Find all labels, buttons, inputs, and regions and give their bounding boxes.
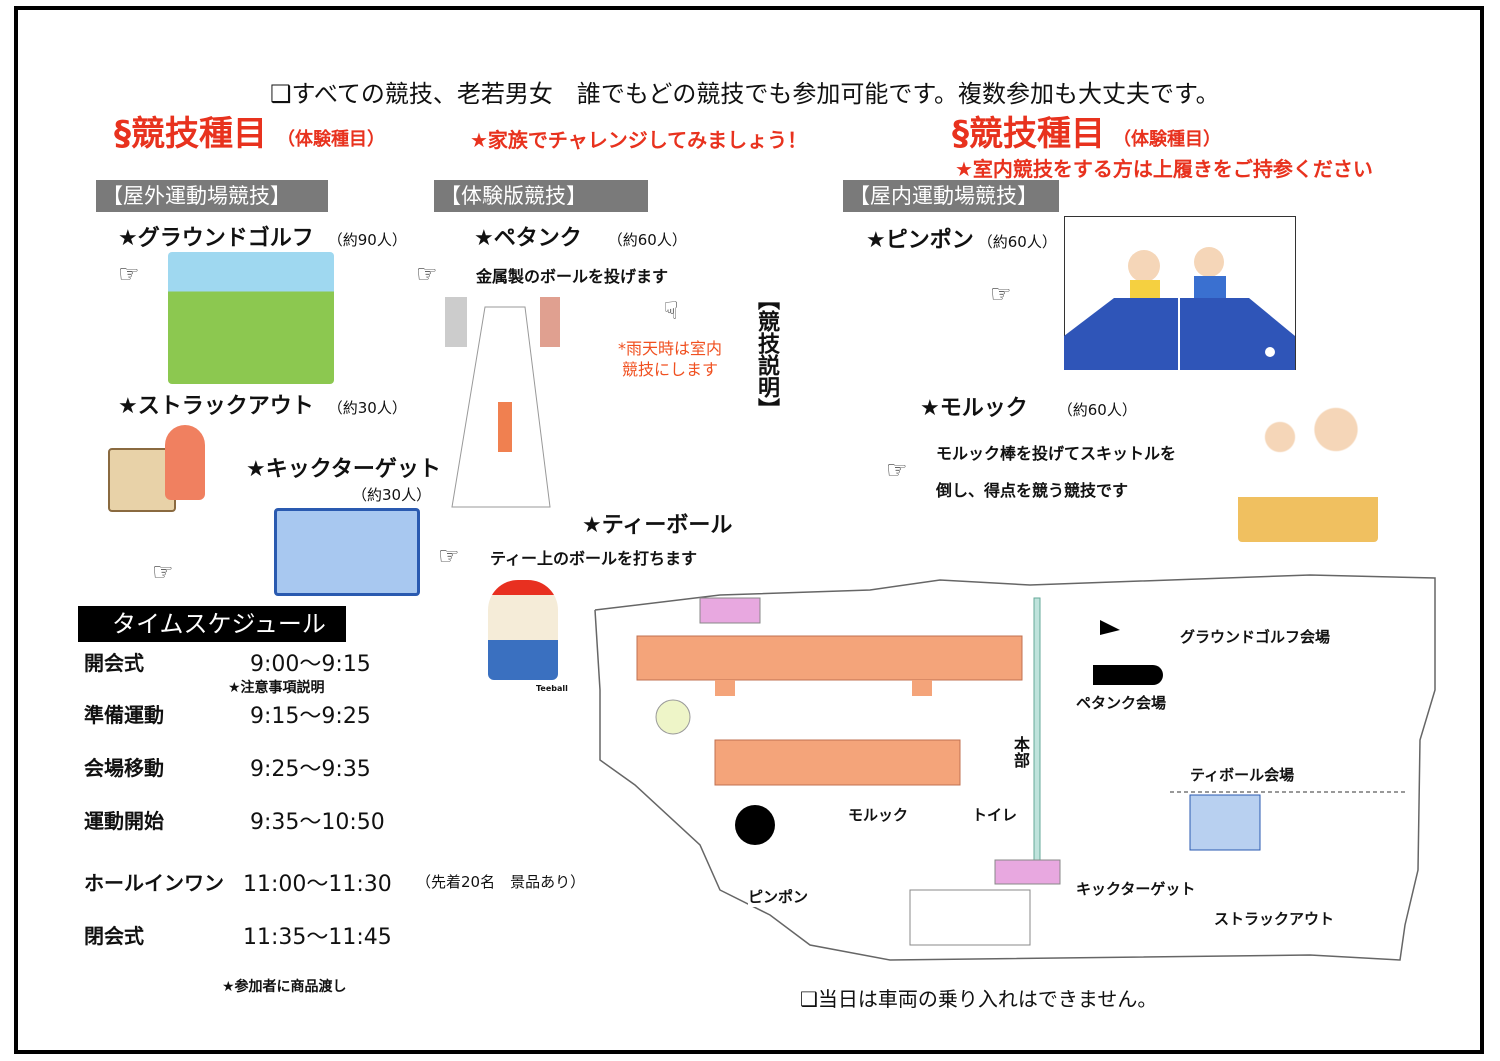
- ground-golf-illustration: [168, 252, 334, 384]
- map-label-honbu: 本部: [1008, 736, 1032, 768]
- event-teeball-name: ★ティーボール: [582, 513, 733, 538]
- map-building-pink: [994, 859, 1061, 885]
- event-count: （約60人）: [607, 231, 687, 249]
- schedule-label: 運動開始: [84, 809, 164, 833]
- event-name: ★モルック: [920, 396, 1028, 421]
- schedule-caution: ★注意事項説明: [228, 680, 325, 696]
- map-label-pingpong: ピンポン: [748, 886, 809, 907]
- notice-top: ❑すべての競技、老若男女 誰でもどの競技でも参加可能です。複数参加も大丈夫です。: [270, 80, 1220, 108]
- map-roundabout: [655, 699, 691, 735]
- event-count: （約60人）: [1057, 401, 1137, 419]
- pointing-hand-icon: ☞: [118, 260, 140, 288]
- pingpong-illustration: [1064, 216, 1296, 370]
- event-kick-target-count: （約30人）: [352, 486, 432, 504]
- event-name: ★ストラックアウト: [118, 394, 314, 419]
- schedule-label: 閉会式: [84, 924, 144, 948]
- schedule-label: 会場移動: [84, 756, 164, 780]
- event-struck-out: ★ストラックアウト （約30人）: [118, 388, 407, 420]
- left-heading-sub: （体験種目）: [277, 129, 385, 150]
- section-outdoor: 【屋外運動場競技】: [96, 180, 328, 212]
- petanque-court-illustration: [445, 297, 560, 508]
- schedule-label: 準備運動: [84, 703, 164, 727]
- struck-out-board-illustration: [108, 448, 176, 512]
- event-name: ★グラウンドゴルフ: [118, 226, 314, 251]
- map-path: [1033, 597, 1041, 867]
- rain-note: *雨天時は室内競技にします: [618, 338, 722, 380]
- right-heading: §競技種目 （体験種目）: [952, 106, 1221, 155]
- map-special-building: [714, 739, 961, 786]
- map-label-petanque: ペタンク会場: [1076, 692, 1167, 713]
- pointing-hand-icon: ☞: [438, 542, 460, 570]
- schedule-time: 9:35〜10:50: [250, 810, 385, 835]
- event-count: （約60人）: [977, 233, 1057, 251]
- map-label-molkky: モルック: [848, 804, 909, 825]
- event-petanque: ★ペタンク （約60人）: [474, 220, 687, 252]
- left-heading-title: §競技種目: [114, 114, 267, 154]
- map-label-toilet: トイレ: [972, 804, 1018, 825]
- teeball-player-illustration: [488, 580, 558, 680]
- map-label-teeball: ティボール会場: [1190, 764, 1295, 785]
- schedule-title: タイムスケジュール: [78, 606, 346, 642]
- event-count: （約90人）: [327, 231, 407, 249]
- map-pool: [909, 889, 1031, 946]
- indoor-shoes-note: ★室内競技をする方は上履きをご持参ください: [955, 157, 1373, 181]
- schedule-time: 11:35〜11:45: [243, 925, 392, 950]
- pointing-down-hand-icon: ☞: [656, 299, 685, 321]
- event-name: ★ピンポン: [866, 228, 974, 253]
- event-kick-target-name: ★キックターゲット: [246, 457, 441, 482]
- map-kick-target: [1189, 794, 1261, 851]
- pointing-hand-icon: ☞: [886, 456, 908, 484]
- map-label-kick-target: キックターゲット: [1076, 878, 1196, 899]
- pointing-hand-icon: ☞: [416, 260, 438, 288]
- map-label-ground-golf: グラウンドゴルフ会場: [1180, 626, 1331, 647]
- molkky-desc-2: 倒し、得点を競う競技です: [936, 481, 1129, 500]
- golf-flag-icon: [1093, 665, 1163, 685]
- schedule-footer: ★参加者に商品渡し: [222, 979, 347, 995]
- section-indoor: 【屋内運動場競技】: [843, 180, 1059, 212]
- petanque-desc: 金属製のボールを投げます: [476, 267, 669, 286]
- event-count: （約30人）: [327, 399, 407, 417]
- explain-label: 【競技説明】: [754, 288, 779, 420]
- venue-map: [594, 574, 1436, 961]
- map-boundary: [594, 574, 1436, 961]
- right-heading-sub: （体験種目）: [1113, 129, 1221, 150]
- pointing-hand-icon: ☞: [990, 280, 1012, 308]
- rain-note-line: *雨天時は室内: [618, 339, 723, 358]
- schedule-time: 9:25〜9:35: [250, 757, 371, 782]
- schedule-time: 9:00〜9:15: [250, 652, 371, 677]
- event-name: ★ペタンク: [474, 226, 582, 251]
- map-main-building: [636, 635, 1023, 681]
- molkky-desc-1: モルック棒を投げてスキットルを: [936, 444, 1177, 463]
- map-connector: [715, 680, 735, 696]
- rain-note-line: 競技にします: [622, 360, 719, 379]
- notice-bottom: ❑当日は車両の乗り入れはできません。: [800, 987, 1158, 1011]
- map-label-struck-out: ストラックアウト: [1214, 908, 1335, 929]
- pointing-hand-icon: ☞: [152, 558, 174, 586]
- map-building-pink: [699, 597, 761, 624]
- event-ground-golf: ★グラウンドゴルフ （約90人）: [118, 220, 407, 252]
- teeball-desc: ティー上のボールを打ちます: [490, 549, 698, 568]
- pingpong-paddle-icon: [735, 805, 775, 845]
- schedule-note: （先着20名 景品あり）: [416, 873, 586, 891]
- schedule-label: 開会式: [84, 651, 144, 675]
- left-heading: §競技種目 （体験種目）: [114, 106, 385, 155]
- girl-illustration: [165, 425, 205, 500]
- event-molkky: ★モルック （約60人）: [920, 390, 1137, 422]
- schedule-time: 9:15〜9:25: [250, 704, 371, 729]
- family-note: ★家族でチャレンジしてみましょう！: [470, 128, 808, 152]
- schedule-time: 11:00〜11:30: [243, 872, 392, 897]
- section-trial: 【体験版競技】: [434, 180, 648, 212]
- schedule-label: ホールインワン: [84, 871, 224, 895]
- map-connector: [912, 680, 932, 696]
- event-pingpong: ★ピンポン（約60人）: [866, 222, 1057, 254]
- kick-target-illustration: [274, 508, 420, 596]
- molkky-kids-illustration: [1238, 392, 1378, 542]
- page-frame: [14, 6, 1484, 1054]
- teeball-caption: Teeball: [536, 684, 568, 693]
- right-heading-title: §競技種目: [952, 114, 1105, 154]
